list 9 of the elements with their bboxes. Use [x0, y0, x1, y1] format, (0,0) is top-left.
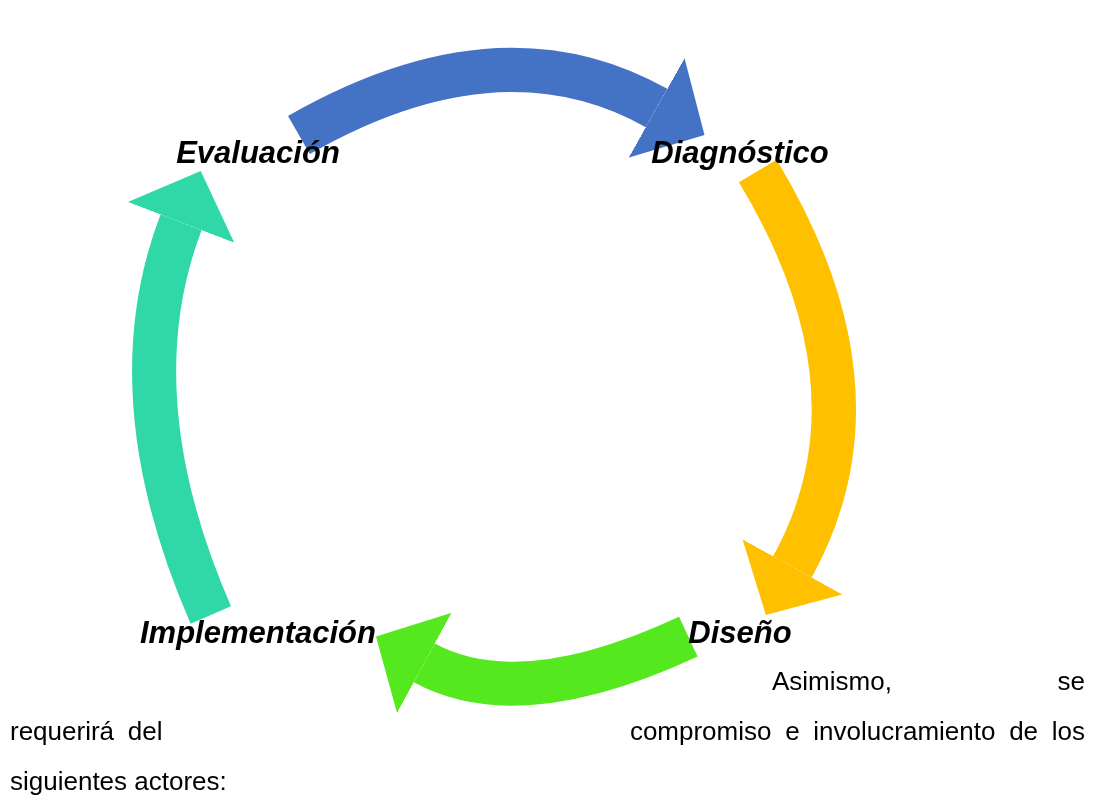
stage-label: Diseño: [688, 615, 792, 651]
curved-arrow: [127, 170, 236, 624]
stage-label: Evaluación: [176, 135, 340, 171]
curved-arrow: [738, 160, 856, 617]
curved-arrow: [374, 611, 698, 715]
stage-label: Diagnóstico: [651, 135, 829, 171]
curved-arrow: [288, 48, 706, 159]
paragraph: Asimismo, se requerirá del compromiso e involucramiento de los siguientes actores:: [10, 665, 1085, 798]
stage-label: Implementación: [140, 615, 376, 651]
